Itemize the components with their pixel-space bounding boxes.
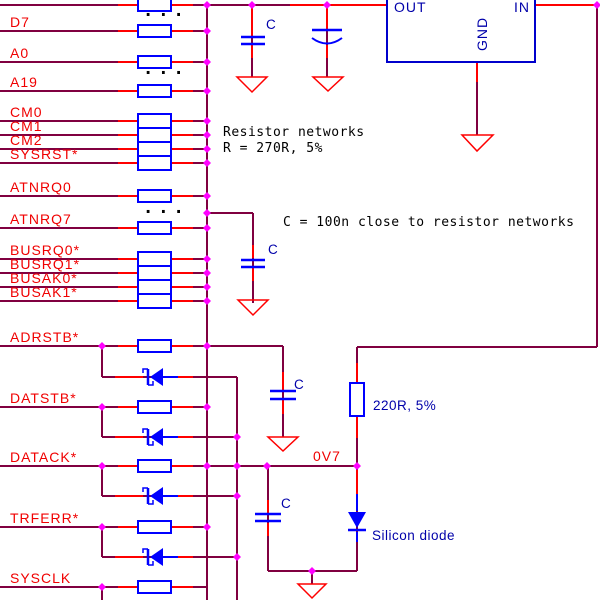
ground-icon: [296, 583, 328, 600]
resistor: [137, 84, 172, 98]
net-label-busak0: BUSAK0*: [10, 270, 78, 286]
resistor-220r: [349, 382, 365, 417]
net-label-busrq0: BUSRQ0*: [10, 242, 80, 258]
cap-label: C: [266, 17, 276, 32]
ground-icon: [235, 76, 269, 94]
net-labels: D7 A0 A19 CM0 CM1 CM2 SYSRST* ATNRQ0 ATN…: [10, 14, 341, 586]
ground-icon: [266, 436, 300, 453]
schottky-diode: [142, 548, 163, 566]
net-label-adrstb: ADRSTB*: [10, 329, 79, 345]
silicon-diode: [348, 512, 366, 532]
regulator-pin-in-label: IN: [514, 0, 530, 15]
net-label-busrq1: BUSRQ1*: [10, 256, 80, 272]
wire-net: [0, 4, 598, 600]
pin-wires: [115, 4, 597, 588]
ellipsis-dots: ...: [143, 198, 189, 218]
note-resistor-networks: Resistor networks: [223, 125, 365, 140]
ground-icon: [236, 299, 270, 317]
note-cap-value: C = 100n close to resistor networks: [283, 215, 574, 230]
capacitor-4: [255, 512, 281, 523]
resistor: [137, 580, 172, 594]
capacitor-2: [241, 258, 265, 269]
ellipsis-dots: ...: [143, 59, 189, 79]
net-label-0v7: 0V7: [313, 448, 341, 464]
resistor: [137, 339, 172, 353]
component-leads: [163, 376, 358, 558]
capacitor-polarized: [311, 28, 343, 45]
ground-icon: [311, 76, 345, 93]
ground-symbols: [235, 76, 495, 600]
net-label-atnrq7: ATNRQ7: [10, 211, 72, 227]
net-label-atnrq0: ATNRQ0: [10, 179, 72, 195]
schottky-diode: [142, 368, 163, 386]
net-label-sysrst: SYSRST*: [10, 146, 78, 162]
cap-label: C: [294, 377, 304, 392]
resistor: [137, 0, 172, 12]
ellipsis-marks: ... ... ...: [143, 1, 189, 218]
resistor: [137, 55, 172, 69]
resistor: [137, 459, 172, 473]
resistor: [137, 24, 172, 38]
cap-label: C: [268, 242, 278, 257]
resistors: [137, 0, 172, 594]
resistor: [137, 400, 172, 414]
net-label-a0: A0: [10, 45, 29, 61]
capacitor-3: [270, 389, 296, 401]
regulator-pin-gnd-label: GND: [474, 17, 490, 51]
schottky-diodes: [142, 368, 163, 566]
voltage-regulator: OUT IN GND: [386, 0, 536, 63]
resistor: [137, 520, 172, 534]
resistor: [137, 189, 172, 203]
junction-dots: [98, 1, 600, 591]
resistor-network-stack-2: [137, 251, 172, 309]
component-labels: C C C C 220R, 5% Silicon diode: [266, 17, 455, 543]
net-label-datack: DATACK*: [10, 449, 77, 465]
resistor-network-stack-1: [137, 113, 172, 171]
net-label-a19: A19: [10, 74, 38, 90]
net-label-cm1: CM1: [10, 118, 43, 134]
capacitor-1: [241, 35, 265, 46]
note-resistor-value: R = 270R, 5%: [223, 141, 323, 156]
net-label-cm2: CM2: [10, 132, 43, 148]
resistor-220r-label: 220R, 5%: [373, 398, 436, 413]
schottky-diode: [142, 487, 163, 505]
net-label-cm0: CM0: [10, 104, 43, 120]
net-label-trferr: TRFERR*: [10, 510, 79, 526]
net-label-datstb: DATSTB*: [10, 390, 77, 406]
ground-icon: [460, 134, 495, 153]
resistor: [137, 221, 172, 235]
annotations: Resistor networks R = 270R, 5% C = 100n …: [223, 125, 574, 230]
net-label-d7: D7: [10, 14, 30, 30]
cap-label: C: [281, 496, 291, 511]
regulator-pin-out-label: OUT: [394, 0, 427, 15]
net-label-busak1: BUSAK1*: [10, 284, 78, 300]
ellipsis-dots: ...: [143, 1, 189, 21]
schottky-diode: [142, 428, 163, 446]
net-label-sysclk: SYSCLK: [10, 570, 71, 586]
silicon-diode-label: Silicon diode: [372, 528, 455, 543]
